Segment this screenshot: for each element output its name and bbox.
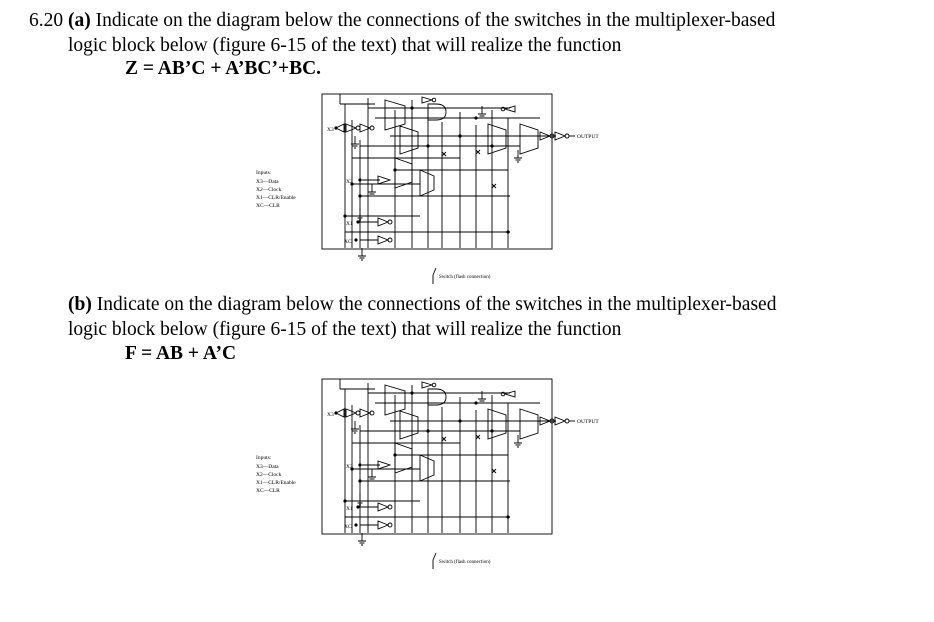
- input-x3-b: X3—Data: [256, 464, 279, 470]
- pin-x3-b: X3: [327, 412, 334, 418]
- logic-block-diagram-b: Inputs: X3—Data X2—Clock X1—CLR/Enable X…: [256, 378, 599, 570]
- inputs-title-a: Inputs:: [256, 170, 272, 176]
- pin-xc-b: XC: [344, 524, 352, 530]
- input-x3-a: X3—Data: [256, 179, 279, 185]
- logic-block-diagram-a: Inputs: X3—Data X2—Clock X1—CLR/Enable X…: [256, 93, 599, 285]
- input-x2-b: X2—Clock: [256, 472, 282, 478]
- input-xc-a: XC—CLR: [256, 203, 280, 209]
- input-x1-a: X1—CLR/Enable: [256, 195, 296, 201]
- part-a-line-1: 6.20 (a) Indicate on the diagram below t…: [29, 9, 775, 33]
- output-label-a: OUTPUT: [577, 134, 599, 140]
- part-a-line-1-text: Indicate on the diagram below the connec…: [95, 10, 776, 31]
- part-b-line-2: logic block below (figure 6-15 of the te…: [68, 319, 622, 340]
- pin-x1-b: X1: [346, 506, 353, 512]
- input-x1-b: X1—CLR/Enable: [256, 480, 296, 486]
- pin-x1-a: X1: [346, 221, 353, 227]
- problem-number: 6.20: [29, 10, 64, 31]
- part-b-line-1-text: Indicate on the diagram below the connec…: [96, 294, 777, 315]
- part-b-equation: F = AB + A’C: [125, 343, 237, 364]
- part-b-line-1: (b) Indicate on the diagram below the co…: [68, 293, 776, 317]
- pin-x2-b: X2: [346, 464, 353, 470]
- part-b-label: (b): [68, 294, 92, 315]
- output-label-b: OUTPUT: [577, 419, 599, 425]
- switch-legend-b: Switch (flash connection): [439, 560, 491, 565]
- switch-legend-a: Switch (flash connection): [439, 275, 491, 280]
- pin-xc-a: XC: [344, 239, 352, 245]
- part-a-line-2: logic block below (figure 6-15 of the te…: [68, 35, 622, 56]
- inputs-title-b: Inputs:: [256, 455, 272, 461]
- part-a-equation: Z = AB’C + A’BC’+BC.: [125, 58, 322, 79]
- input-x2-a: X2—Clock: [256, 187, 282, 193]
- input-xc-b: XC—CLR: [256, 488, 280, 494]
- pin-x2-a: X2: [346, 179, 353, 185]
- part-a-label: (a): [68, 10, 91, 31]
- pin-x3-a: X3: [327, 127, 334, 133]
